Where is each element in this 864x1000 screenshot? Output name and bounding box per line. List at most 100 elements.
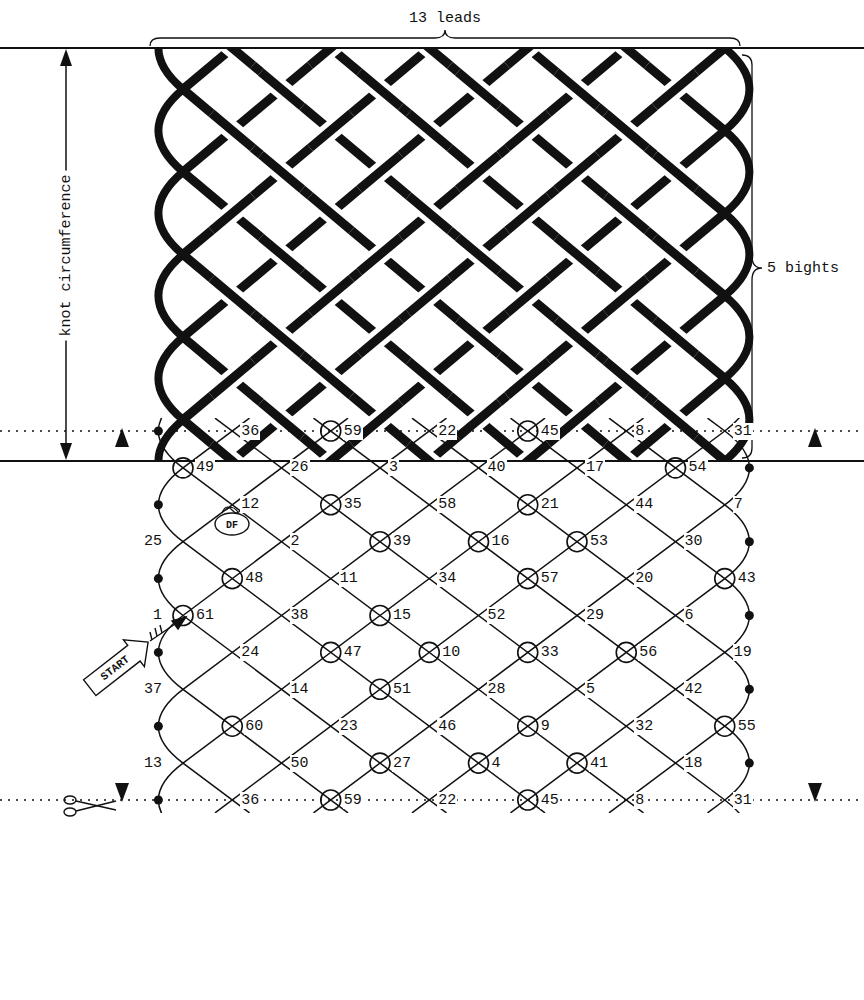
over-gap <box>507 113 548 148</box>
over-gap <box>212 113 253 148</box>
over-strand <box>655 402 696 437</box>
scissors-blade <box>76 801 116 810</box>
over-gap <box>458 72 499 107</box>
strand <box>215 418 725 800</box>
crossing-number: 52 <box>487 607 507 624</box>
crossing-number: 31 <box>733 423 753 440</box>
crossing-number: 30 <box>684 533 704 550</box>
strand <box>508 296 725 461</box>
strand <box>412 579 725 813</box>
crossing-circle <box>616 642 636 662</box>
crossing-number: 56 <box>638 644 658 661</box>
over-strand <box>359 237 400 272</box>
over-strand <box>655 237 696 272</box>
bights <box>158 48 749 461</box>
over-gap <box>655 320 696 355</box>
lattice-strands <box>158 48 749 461</box>
bight-dot <box>745 463 754 472</box>
crossing-number: 39 <box>392 533 412 550</box>
crossing-number: 59 <box>343 792 363 809</box>
dimension-label: 13 leads <box>405 10 485 27</box>
crossing-number: 40 <box>487 459 507 476</box>
over-gap <box>606 48 647 65</box>
crossing-number: 4 <box>491 755 502 772</box>
over-strand <box>212 196 253 231</box>
bight <box>725 213 750 296</box>
over-gap <box>212 48 253 65</box>
crossing-number: 60 <box>244 718 264 735</box>
crossing-number: 25 <box>143 533 163 550</box>
over-gap <box>606 361 647 396</box>
arrow-feather <box>155 628 157 636</box>
crossing-number: 27 <box>392 755 412 772</box>
strand <box>183 616 447 813</box>
crossing-number: 16 <box>491 533 511 550</box>
over-strand <box>359 155 400 190</box>
strand <box>183 689 348 813</box>
over-gap <box>409 279 450 314</box>
crossing-number: 18 <box>684 755 704 772</box>
over-strand <box>212 361 253 396</box>
over-gap <box>409 444 450 461</box>
over-strand <box>261 155 302 190</box>
over-gap <box>507 196 548 231</box>
over-strand <box>606 279 647 314</box>
crossing-number: 32 <box>634 718 654 735</box>
crossing-number: 23 <box>339 718 359 735</box>
over-gap <box>556 402 597 437</box>
over-gap <box>310 196 351 231</box>
crossing-number: 22 <box>437 792 457 809</box>
over-strand <box>261 402 302 437</box>
over-strand <box>655 72 696 107</box>
crossing-number: 48 <box>244 570 264 587</box>
bight <box>158 420 183 461</box>
triangle-marker <box>115 783 129 802</box>
over-strand <box>261 320 302 355</box>
crossing-number: 50 <box>290 755 310 772</box>
bight-dot <box>154 574 163 583</box>
over-strand <box>212 113 253 148</box>
crossing-number: 17 <box>585 459 605 476</box>
crossing-number: 38 <box>290 607 310 624</box>
strand <box>410 48 725 296</box>
bight-dot <box>745 537 754 546</box>
crossing-circle <box>419 642 439 662</box>
crossing-number: 34 <box>437 570 457 587</box>
crossing-circle <box>321 642 341 662</box>
crossing-number: 49 <box>195 459 215 476</box>
over-strand <box>606 444 647 461</box>
crossing-number: 61 <box>195 607 215 624</box>
bight <box>725 48 750 131</box>
over-strand <box>507 361 548 396</box>
over-strand <box>556 72 597 107</box>
strand <box>410 213 725 461</box>
over-gap <box>409 196 450 231</box>
over-gap <box>458 237 499 272</box>
crossing-circle <box>370 606 390 626</box>
crossing-number: 29 <box>585 607 605 624</box>
over-gap <box>556 237 597 272</box>
crossing-number: 33 <box>540 644 560 661</box>
lattice-strands <box>158 418 749 813</box>
over-gap <box>655 237 696 272</box>
over-strand <box>261 72 302 107</box>
over-strand <box>458 402 499 437</box>
over-gap <box>261 72 302 107</box>
crossing-number: 45 <box>540 423 560 440</box>
frame-lines <box>0 48 864 461</box>
crossing-number: 9 <box>540 718 551 735</box>
scissors-ring <box>64 808 76 816</box>
over-gap <box>310 113 351 148</box>
over-strand <box>310 196 351 231</box>
strand <box>215 431 725 813</box>
triangle-marker <box>115 428 129 447</box>
crossing-number: 5 <box>585 681 596 698</box>
over-gap <box>655 155 696 190</box>
crossing-number: 42 <box>684 681 704 698</box>
crossing-circle <box>567 753 587 773</box>
arrow-head <box>60 443 72 460</box>
crossing-circle <box>518 642 538 662</box>
crossing-number: 19 <box>733 644 753 661</box>
over-strand <box>556 320 597 355</box>
over-gap <box>556 155 597 190</box>
